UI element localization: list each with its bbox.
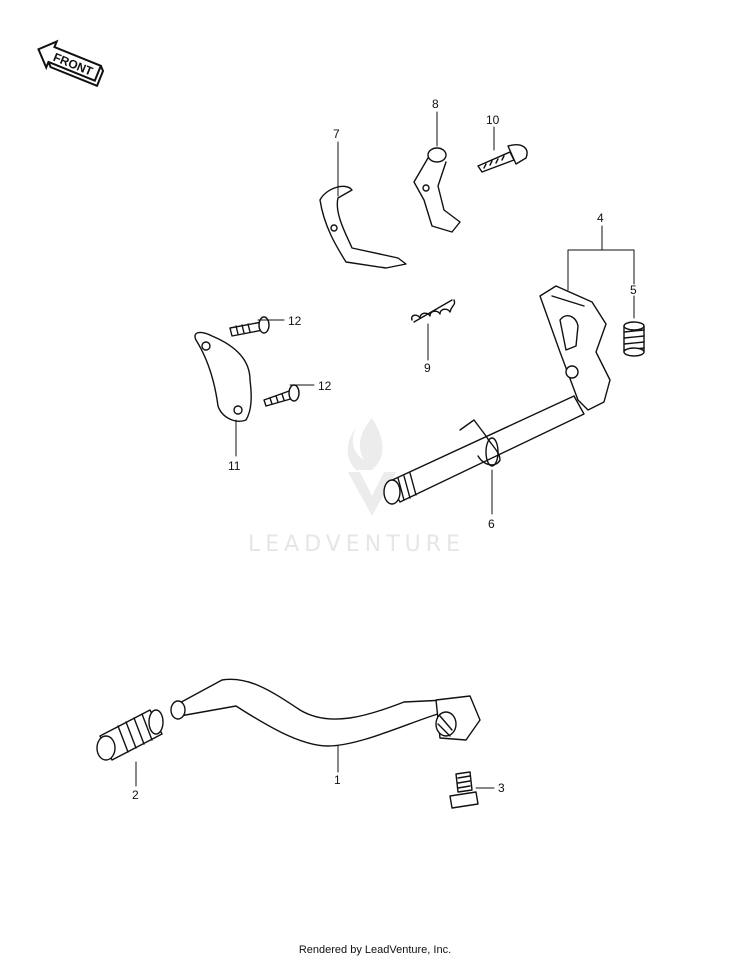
front-arrow-icon: FRONT: [37, 39, 105, 88]
part-2-pedal-rubber: [96, 709, 164, 761]
callout-5: 5: [630, 283, 637, 297]
callout-10: 10: [486, 113, 500, 127]
callout-4: 4: [597, 211, 604, 225]
callout-12-upper: 12: [288, 314, 302, 328]
part-8-arm: [413, 147, 461, 233]
part-1-shift-pedal: [170, 678, 481, 747]
part-12-bolt-upper: [229, 316, 270, 337]
callout-12-lower: 12: [318, 379, 332, 393]
part-10-bolt: [477, 144, 528, 173]
part-3-pinch-bolt: [449, 771, 479, 809]
callout-6: 6: [488, 517, 495, 531]
callout-7: 7: [333, 127, 340, 141]
callout-2: 2: [132, 788, 139, 802]
watermark: LEADVENTURE: [248, 418, 465, 557]
callout-1: 1: [334, 773, 341, 787]
callout-8: 8: [432, 97, 439, 111]
part-11-plate: [194, 331, 252, 422]
callout-3: 3: [498, 781, 505, 795]
part-6-shift-shaft: [383, 395, 585, 505]
part-9-spring: [410, 299, 456, 323]
part-5-spring: [623, 321, 645, 357]
part-12-bolt-lower: [263, 384, 300, 407]
watermark-text: LEADVENTURE: [248, 532, 465, 557]
footer-credit: Rendered by LeadVenture, Inc.: [298, 944, 452, 956]
callout-11: 11: [228, 459, 241, 473]
callout-9: 9: [424, 361, 431, 375]
part-4-shift-arm: [539, 285, 611, 411]
callout-labels: 7 8 10 4 5 9 12 12 11 6 1 2 3: [132, 97, 637, 802]
leader-lines: [135, 111, 635, 789]
flame-v-logo: [347, 418, 396, 516]
part-7-bracket: [319, 185, 407, 269]
